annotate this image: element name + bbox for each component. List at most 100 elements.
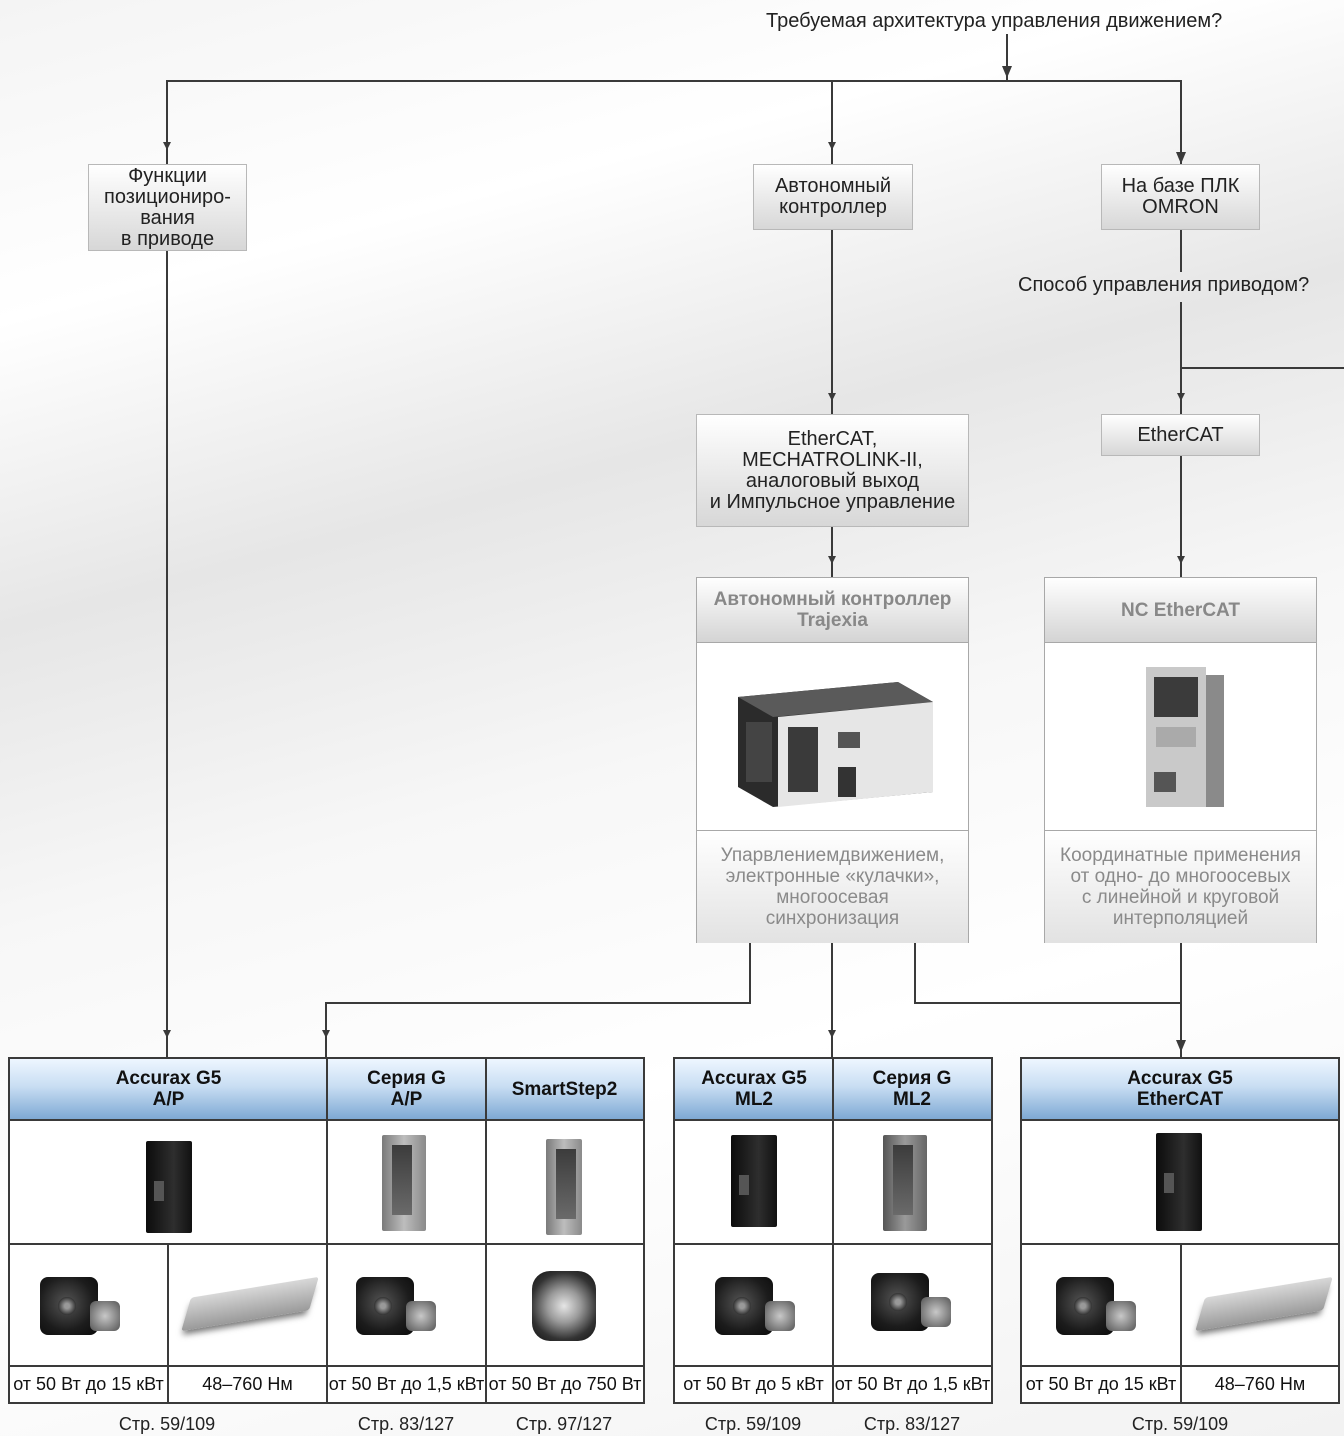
connector <box>914 943 916 1003</box>
branch-line: На базе ПЛК <box>1121 175 1240 197</box>
page-ref: Стр. 97/127 <box>515 1414 613 1434</box>
title-line: Серия G <box>367 1068 446 1089</box>
connector <box>1180 302 1182 414</box>
page-ref: Стр. 83/127 <box>863 1414 961 1434</box>
connector <box>831 527 833 577</box>
page-ref: Стр. 59/109 <box>118 1414 216 1434</box>
series-g-drive-icon <box>883 1135 927 1231</box>
desc-line: многоосевая <box>776 887 889 908</box>
connector <box>1180 80 1182 164</box>
branch-line: вания <box>140 206 195 229</box>
desc-line: синхронизация <box>765 908 900 929</box>
arrow-icon <box>163 1030 171 1038</box>
controller-description: Координатные применения от одно- до мног… <box>1045 831 1316 943</box>
accurax-g5-drive-icon <box>146 1141 192 1233</box>
title-line: A/P <box>152 1089 185 1110</box>
interface-line: и Импульсное управление <box>709 490 956 513</box>
arrow-icon <box>322 1030 330 1038</box>
branch-plc-based: На базе ПЛК OMRON <box>1101 164 1260 230</box>
connector <box>831 80 833 164</box>
connector <box>166 80 168 164</box>
rating-power: от 50 Вт до 5 кВт <box>675 1365 832 1402</box>
divider <box>326 1059 328 1402</box>
arrow-icon <box>1176 1040 1186 1052</box>
controller-trajexia: Автономный контроллер Trajexia Упарвлени… <box>696 577 969 943</box>
rating-power: от 50 Вт до 750 Вт <box>487 1365 643 1402</box>
title-line: A/P <box>390 1089 423 1110</box>
servo-motor-icon <box>1056 1269 1136 1341</box>
rating-torque: 48–760 Нм <box>1182 1365 1338 1402</box>
divider <box>10 1243 643 1245</box>
controller-title: NC EtherCAT <box>1045 578 1316 643</box>
accurax-g5-ethercat-drive-icon <box>1156 1133 1202 1231</box>
servo-motor-icon <box>715 1269 795 1341</box>
product-title-accurax-g5-ethercat: Accurax G5 EtherCAT <box>1022 1059 1338 1121</box>
title-line: Trajexia <box>797 610 868 631</box>
connector <box>1006 34 1008 80</box>
title-line: Автономный контроллер <box>713 589 952 610</box>
branch-line: OMRON <box>1142 196 1219 218</box>
servo-motor-icon <box>871 1265 951 1337</box>
arrow-icon <box>828 142 836 150</box>
rating-power: от 50 Вт до 1,5 кВт <box>834 1365 991 1402</box>
desc-line: с линейной и круговой <box>1081 887 1280 908</box>
page-ref: Стр. 59/109 <box>704 1414 802 1434</box>
divider <box>675 1243 991 1245</box>
arrow-icon <box>163 142 171 150</box>
connector <box>166 80 1182 82</box>
title-line: ML2 <box>893 1089 931 1110</box>
connector <box>914 1002 1182 1004</box>
arrow-icon <box>828 556 836 564</box>
smartstep2-drive-icon <box>546 1139 582 1235</box>
title-line: Accurax G5 <box>1127 1068 1233 1089</box>
arrow-icon <box>1002 66 1012 78</box>
accurax-g5-drive-icon <box>731 1135 777 1227</box>
linear-motor-icon <box>181 1276 319 1332</box>
title-line: Серия G <box>872 1068 952 1089</box>
arrow-icon <box>1177 556 1185 564</box>
rating-power: от 50 Вт до 15 кВт <box>10 1365 167 1402</box>
product-group-ethercat: Accurax G5 EtherCAT от 50 Вт до 15 кВт 4… <box>1020 1057 1340 1404</box>
product-group-ml2: Accurax G5 ML2 Серия G ML2 от 50 Вт до 5… <box>673 1057 993 1404</box>
controller-title: Автономный контроллер Trajexia <box>697 578 968 643</box>
rating-torque: 48–760 Нм <box>169 1365 326 1402</box>
branch-standalone-controller: Автономный контроллер <box>753 164 913 230</box>
interface-line: аналоговый выход <box>745 469 920 492</box>
connector <box>831 230 833 414</box>
product-group-ap: Accurax G5 A/P Серия G A/P SmartStep2 от… <box>8 1057 645 1404</box>
product-title-series-g-ap: Серия G A/P <box>327 1059 486 1121</box>
product-title-accurax-g5-ml2: Accurax G5 ML2 <box>675 1059 833 1121</box>
branch-line: в приводе <box>120 227 215 250</box>
interface-ethercat: EtherCAT <box>1101 414 1260 456</box>
connector <box>1180 456 1182 577</box>
arrow-icon <box>1176 152 1186 164</box>
controller-description: Упарвлениемдвижением, электронные «кулач… <box>697 831 968 943</box>
connector <box>1180 230 1182 272</box>
desc-line: электронные «кулачки», <box>725 866 940 887</box>
connector <box>1180 943 1182 1058</box>
product-title-accurax-g5-ap: Accurax G5 A/P <box>10 1059 327 1121</box>
trajexia-controller-icon <box>697 643 968 831</box>
branch-drive-positioning: Функции позициониро- вания в приводе <box>88 164 247 251</box>
desc-line: интерполяцией <box>1112 908 1249 929</box>
divider <box>832 1059 834 1402</box>
desc-line: от одно- до многоосевых <box>1070 866 1291 887</box>
top-question: Требуемая архитектура управления движени… <box>766 10 1223 32</box>
interface-line: EtherCAT, <box>787 427 878 450</box>
interface-multi: EtherCAT, MECHATROLINK-II, аналоговый вы… <box>696 414 969 527</box>
title-line: ML2 <box>735 1089 773 1110</box>
desc-line: Упарвлениемдвижением, <box>720 845 945 866</box>
rating-power: от 50 Вт до 15 кВт <box>1022 1365 1180 1402</box>
connector <box>166 251 168 1058</box>
title-line: Accurax G5 <box>115 1068 222 1089</box>
arrow-icon <box>828 1030 836 1038</box>
divider <box>1180 1243 1182 1402</box>
title-line: EtherCAT <box>1136 1089 1224 1110</box>
arrow-icon <box>1177 393 1185 401</box>
branch-line: Автономный <box>774 175 892 197</box>
divider <box>1022 1243 1338 1245</box>
series-g-drive-icon <box>382 1135 426 1231</box>
nc-ethercat-module-icon <box>1045 643 1316 831</box>
branch-line: контроллер <box>779 196 887 218</box>
desc-line: Координатные применения <box>1060 845 1301 866</box>
